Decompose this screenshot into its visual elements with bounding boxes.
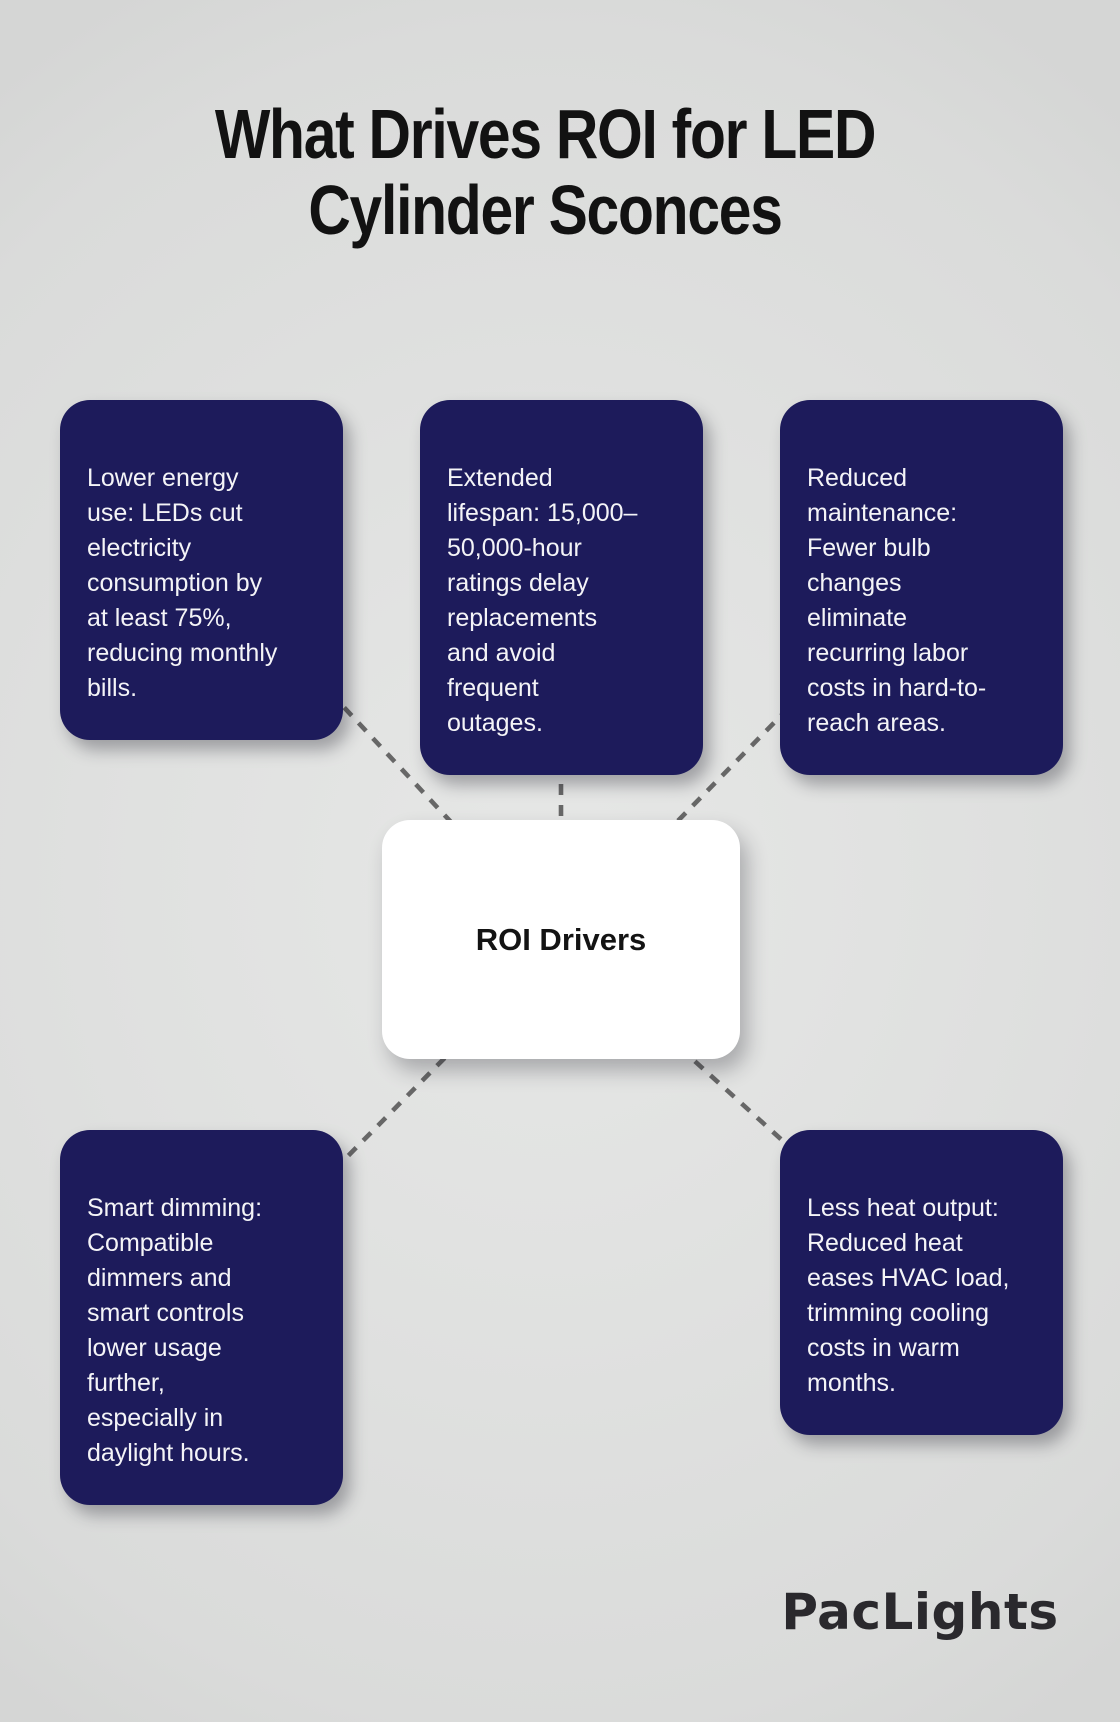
driver-box-lower-energy-use: Lower energy use: LEDs cut electricity c… xyxy=(60,400,343,740)
center-node-label: ROI Drivers xyxy=(475,921,647,957)
brand-logo: PacLights xyxy=(781,1583,1059,1641)
driver-box-less-heat-output: Less heat output: Reduced heat eases HVA… xyxy=(780,1130,1063,1435)
driver-text: Reduced maintenance: Fewer bulb changes … xyxy=(807,464,987,737)
page-title-line-2: Cylinder Sconces xyxy=(308,171,783,249)
driver-text: Less heat output: Reduced heat eases HVA… xyxy=(807,1194,1010,1397)
driver-text: Lower energy use: LEDs cut electricity c… xyxy=(87,464,278,702)
driver-box-extended-lifespan: Extended lifespan: 15,000– 50,000-hour r… xyxy=(420,400,703,775)
driver-box-smart-dimming: Smart dimming: Compatible dimmers and sm… xyxy=(60,1130,343,1505)
page-title-line-1: What Drives ROI for LED xyxy=(214,95,877,173)
center-node-roi-drivers: ROI Drivers xyxy=(382,820,740,1059)
page-title: What Drives ROI for LED Cylinder Sconces xyxy=(87,96,1003,248)
driver-text: Smart dimming: Compatible dimmers and sm… xyxy=(87,1194,263,1467)
driver-box-reduced-maintenance: Reduced maintenance: Fewer bulb changes … xyxy=(780,400,1063,775)
driver-text: Extended lifespan: 15,000– 50,000-hour r… xyxy=(447,464,638,737)
